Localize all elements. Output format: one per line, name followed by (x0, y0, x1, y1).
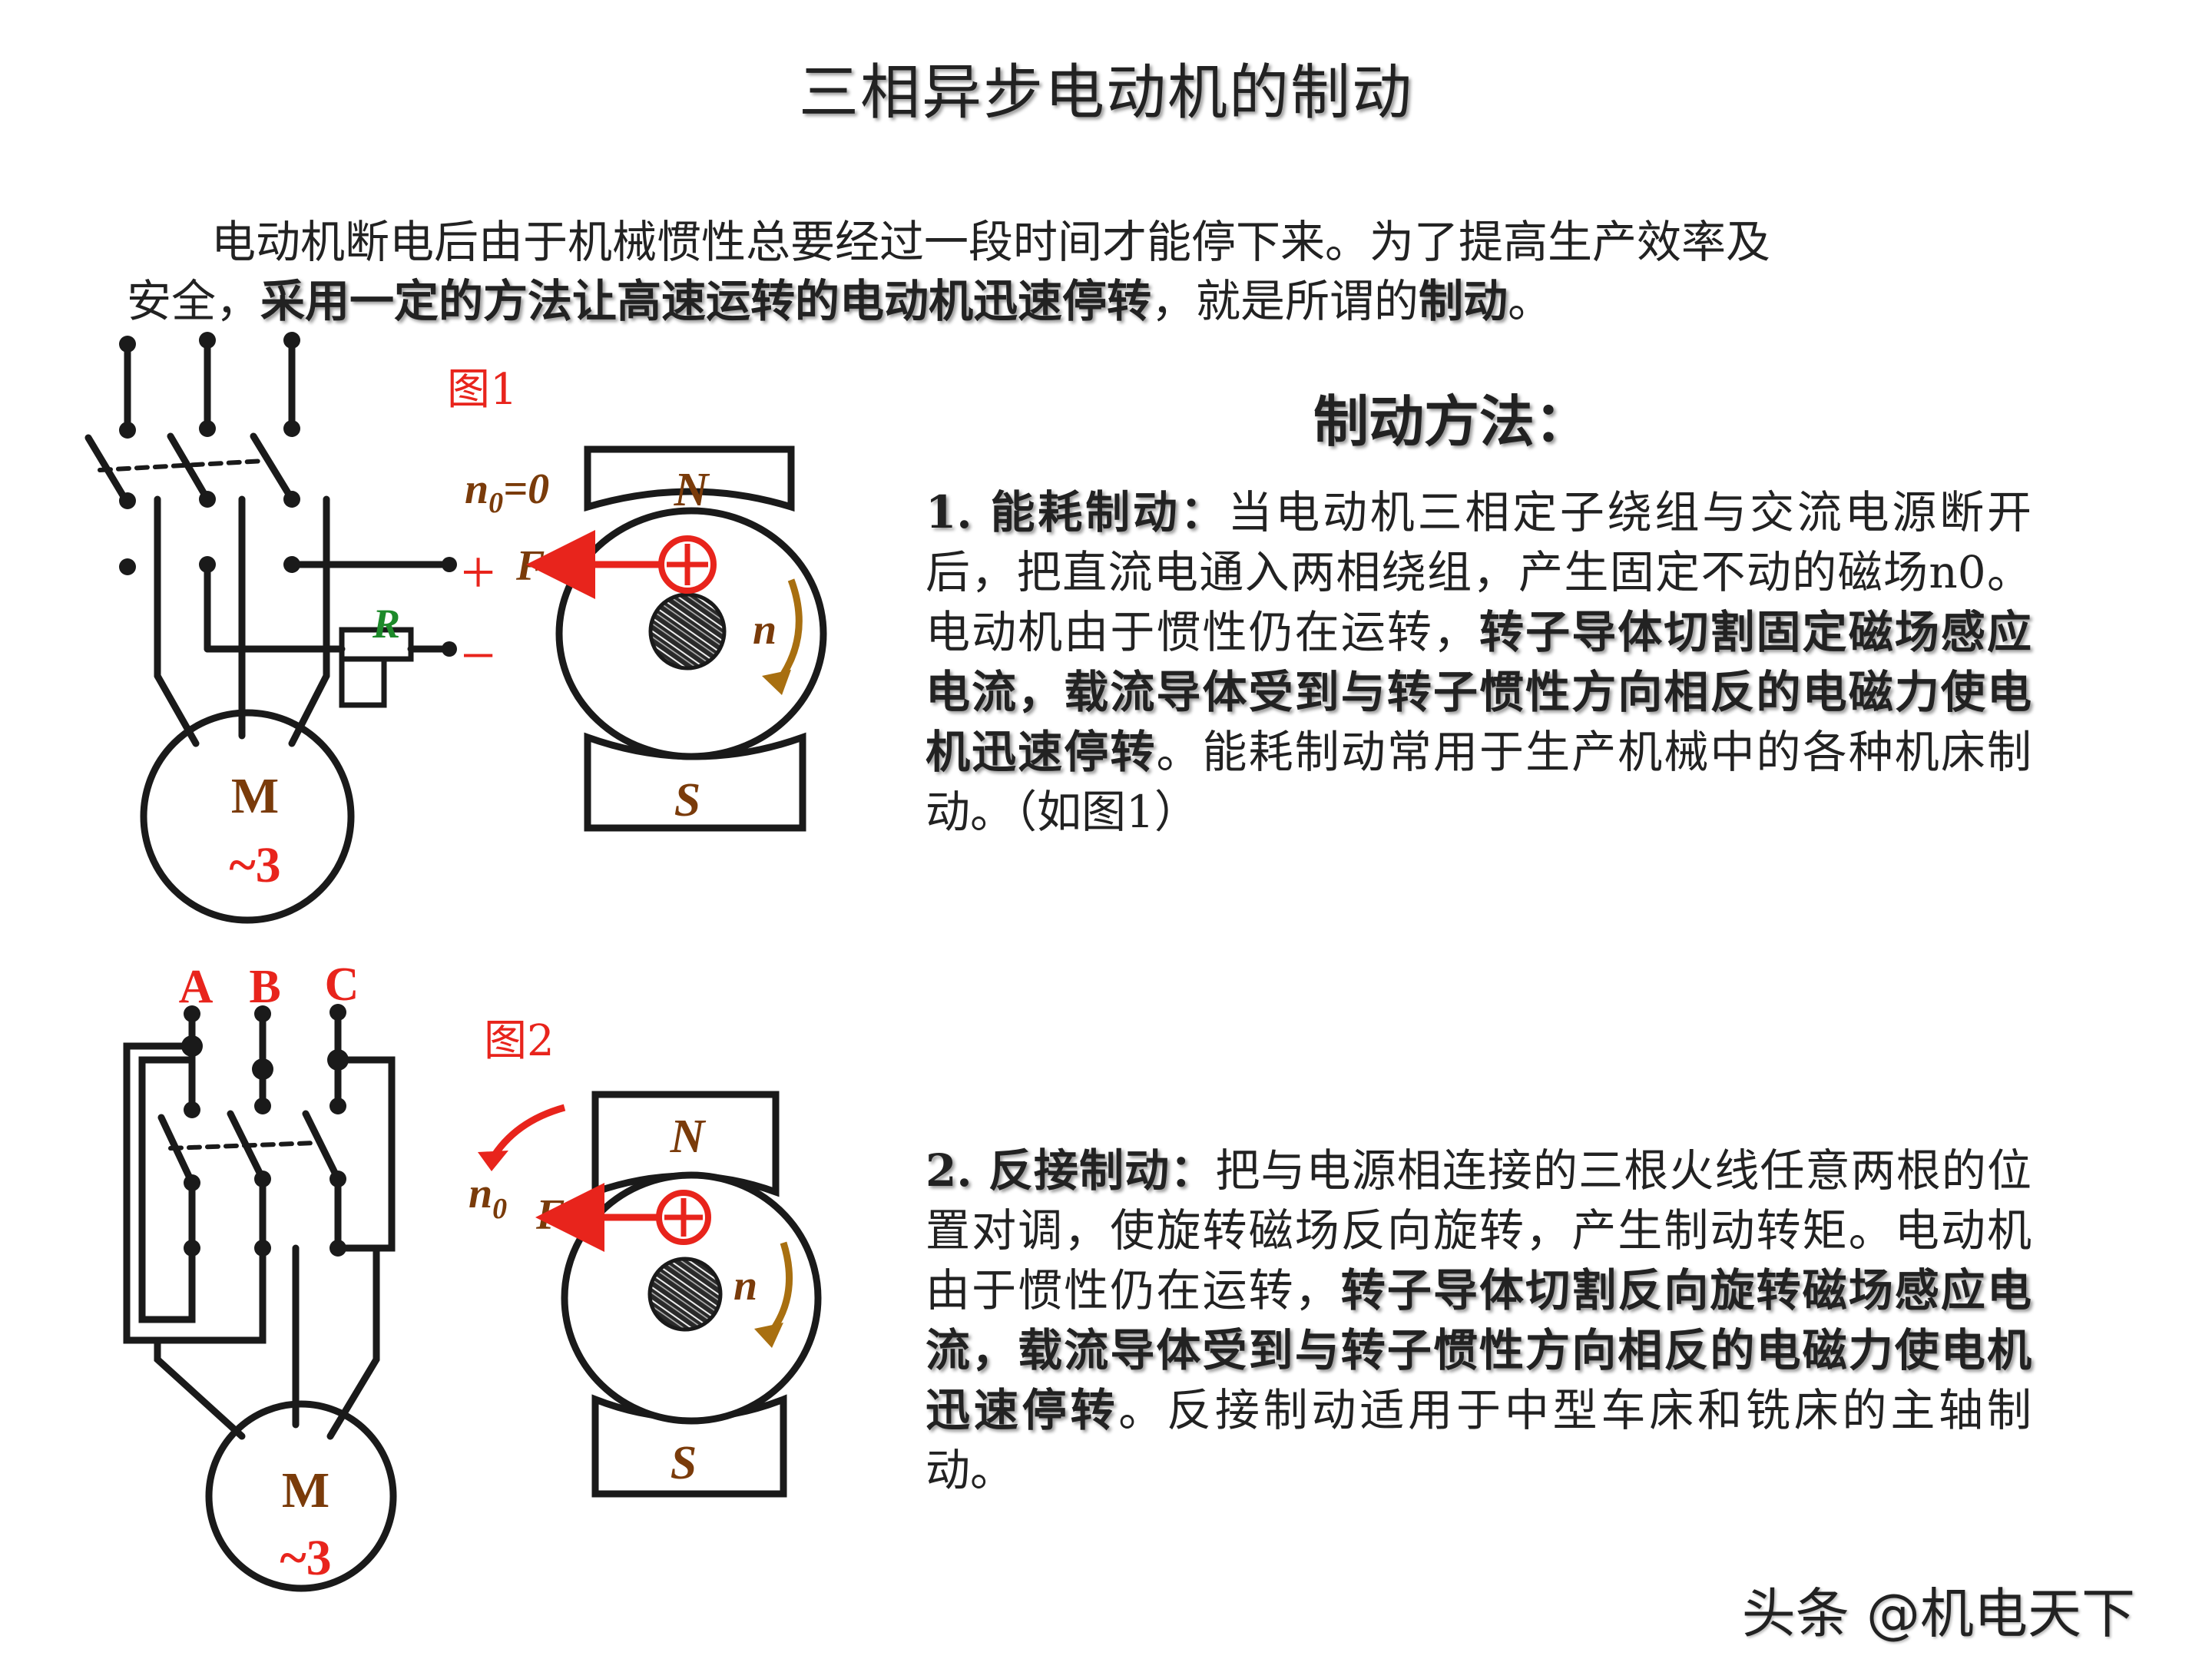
intro-emphasis: 采用一定的方法让高速运转的电动机迅速停转 (260, 275, 1152, 327)
figure2-force-label: F (535, 1191, 565, 1239)
figure2-label: 图2 (484, 1016, 555, 1066)
method2-emphasis: 转子导体切割反向旋转磁场感应电流，载流导体受到与转子惯性方向相反的电磁力使电机迅… (926, 1264, 2032, 1436)
figure1-pole-n: N (674, 464, 710, 516)
method1-text: 当电动机三相定子绕组与交流电源断开后，把直流电通入两相绕组，产生固定不动的磁场n… (926, 486, 2032, 658)
figure1-motor (140, 709, 355, 924)
figure2-circuit (123, 1010, 396, 1440)
figure2-n0-label: n0 (469, 1170, 507, 1225)
figure1-motor-m: M (231, 768, 279, 824)
intro-line-2: 安全，采用一定的方法让高速运转的电动机迅速停转，就是所谓的制动。 (127, 270, 1552, 332)
methods-heading: 制动方法： (1313, 389, 1591, 454)
figure1-plus-sign: + (461, 539, 495, 607)
n0-n: n (469, 1170, 492, 1217)
figure2-terminals (181, 1004, 349, 1257)
figure1-force-label: F (515, 542, 545, 590)
n0-sub: 0 (492, 1193, 507, 1225)
method1-emphasis: 转子导体切割固定磁场感应电流，载流导体受到与转子惯性方向相反的电磁力使电机迅速停… (926, 606, 2032, 778)
figure2-machine (535, 1091, 822, 1498)
figure2-field-arrowhead (478, 1151, 508, 1171)
figure2-phase-a: A (179, 961, 214, 1013)
figure1-n0-label: n0=0 (465, 465, 549, 519)
method1-text: 。能耗制动常用于生产机械中的各种机床制动。（如图1） (926, 726, 2032, 838)
method2-text: 把与电源相连接的三根火线任意两根的位置对调，使旋转磁场反向旋转，产生制动转矩。电… (926, 1144, 2032, 1316)
n0-n: n (465, 465, 488, 513)
figure1-motor-phase: ~3 (229, 837, 280, 893)
figure2-motor-phase: ~3 (280, 1530, 331, 1586)
figure1-resistor-label: R (372, 601, 400, 647)
intro-text: ，就是所谓的 (1151, 275, 1419, 327)
figure2-pole-s: S (671, 1437, 697, 1489)
figure2-phase-b: B (249, 961, 280, 1013)
figure1-minus-sign: − (461, 622, 495, 690)
n0-value: =0 (503, 465, 549, 513)
figure1-terminals (119, 332, 457, 657)
figure2-motor (205, 1400, 397, 1592)
figure2-motor-m: M (282, 1462, 329, 1518)
figure1-label: 图1 (447, 365, 518, 415)
figure1-circuit (84, 338, 453, 747)
figure2-phase-c: C (325, 959, 359, 1011)
method2-paragraph: 2. 反接制动：把与电源相连接的三根火线任意两根的位置对调，使旋转磁场反向旋转，… (926, 1141, 2032, 1500)
figure2-pole-n: N (670, 1111, 707, 1163)
intro-emphasis: 制动 (1419, 275, 1508, 327)
watermark: 头条 @机电天下 (1741, 1582, 2135, 1645)
figure2-speed-label: n (733, 1262, 757, 1310)
intro-text: 。 (1508, 275, 1553, 327)
intro-line-1: 电动机断电后由于机械惯性总要经过一段时间才能停下来。为了提高生产效率及 (211, 216, 1771, 268)
intro-text: 安全， (127, 275, 261, 327)
figure1-machine (526, 445, 827, 832)
method2-label: 2. 反接制动： (926, 1144, 1216, 1197)
method2-text: 。反接制动适用于中型车床和铣床的主轴制动。 (926, 1384, 2032, 1496)
figure1-pole-s: S (674, 774, 700, 826)
n0-sub: 0 (488, 487, 503, 519)
page-title: 三相异步电动机的制动 (798, 58, 1413, 127)
method1-paragraph: 1. 能耗制动：当电动机三相定子绕组与交流电源断开后，把直流电通入两相绕组，产生… (926, 482, 2032, 842)
method1-label: 1. 能耗制动： (926, 486, 1228, 538)
figure1-speed-label: n (753, 606, 777, 654)
